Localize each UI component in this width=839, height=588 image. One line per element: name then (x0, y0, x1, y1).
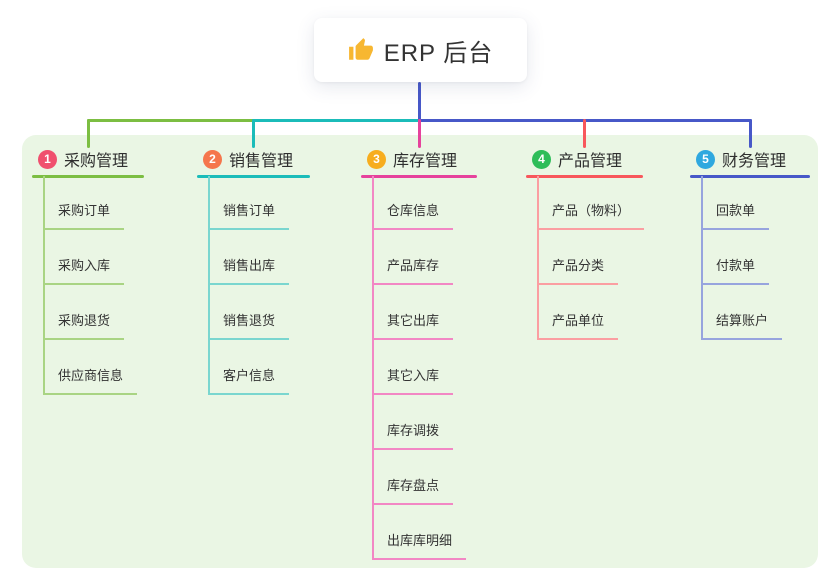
child-item[interactable]: 出库库明细 (372, 524, 467, 560)
child-item-label: 库存盘点 (387, 478, 440, 493)
child-item-label: 产品库存 (387, 258, 440, 273)
root-label: ERP 后台 (383, 39, 494, 67)
child-item-label: 其它入库 (387, 368, 440, 383)
branch-drop-3 (417, 119, 421, 148)
child-item[interactable]: 客户信息 (208, 359, 290, 395)
child-item-label: 回款单 (716, 203, 756, 218)
branch-drop-2 (252, 119, 255, 148)
child-item[interactable]: 采购入库 (43, 249, 125, 285)
background-panel (22, 135, 818, 568)
child-item[interactable]: 结算账户 (701, 304, 783, 340)
branch-spine-1 (43, 176, 45, 395)
child-item-label: 付款单 (716, 258, 756, 273)
child-item-label: 产品分类 (552, 258, 605, 273)
child-item[interactable]: 采购订单 (43, 194, 125, 230)
child-item-label: 销售出库 (223, 258, 276, 273)
branch-label-5[interactable]: 5 财务管理 (696, 147, 786, 171)
child-item[interactable]: 付款单 (701, 249, 770, 285)
child-item[interactable]: 销售出库 (208, 249, 290, 285)
corridor-segment-2 (252, 119, 419, 122)
child-item[interactable]: 销售退货 (208, 304, 290, 340)
child-item-label: 采购入库 (58, 258, 111, 273)
branch-title: 库存管理 (393, 153, 458, 170)
branch-spine-4 (537, 176, 539, 340)
child-item-label: 产品单位 (552, 313, 605, 328)
child-item-label: 仓库信息 (387, 203, 440, 218)
child-item-label: 采购订单 (58, 203, 111, 218)
branch-title: 采购管理 (64, 153, 129, 170)
branch-label-1[interactable]: 1 采购管理 (38, 147, 128, 171)
root-stem (417, 82, 421, 121)
child-item-label: 销售订单 (223, 203, 276, 218)
child-item[interactable]: 产品库存 (372, 249, 454, 285)
branch-title: 销售管理 (229, 153, 294, 170)
child-item-label: 其它出库 (387, 313, 440, 328)
child-item[interactable]: 回款单 (701, 194, 770, 230)
branch-badge-5: 5 (696, 149, 715, 169)
child-item[interactable]: 产品（物料） (537, 194, 645, 230)
child-item-label: 结算账户 (716, 313, 769, 328)
branch-badge-1: 1 (38, 149, 57, 169)
root-node[interactable]: ERP 后台 (314, 18, 527, 82)
branch-title: 财务管理 (722, 153, 787, 170)
branch-underline-4 (526, 175, 643, 178)
branch-spine-3 (372, 176, 374, 560)
branch-label-4[interactable]: 4 产品管理 (532, 147, 622, 171)
child-item-label: 销售退货 (223, 313, 276, 328)
corridor-segment-1 (86, 119, 254, 122)
branch-underline-2 (197, 175, 310, 178)
branch-underline-1 (32, 175, 144, 178)
branch-underline-3 (361, 175, 477, 178)
child-item[interactable]: 库存盘点 (372, 469, 454, 505)
branch-spine-2 (208, 176, 210, 395)
child-item[interactable]: 产品单位 (537, 304, 619, 340)
branch-title: 产品管理 (558, 153, 623, 170)
child-item[interactable]: 销售订单 (208, 194, 290, 230)
child-item-label: 产品（物料） (552, 203, 631, 218)
branch-label-2[interactable]: 2 销售管理 (203, 147, 293, 171)
child-item-label: 客户信息 (223, 368, 276, 383)
branch-drop-4 (583, 119, 586, 148)
child-item[interactable]: 产品分类 (537, 249, 619, 285)
child-item[interactable]: 库存调拨 (372, 414, 454, 450)
branch-underline-5 (690, 175, 810, 178)
thumbs-up-icon (348, 38, 373, 60)
child-item[interactable]: 其它出库 (372, 304, 454, 340)
child-item[interactable]: 仓库信息 (372, 194, 454, 230)
branch-drop-1 (86, 119, 90, 148)
child-item[interactable]: 采购退货 (43, 304, 125, 340)
branch-spine-5 (701, 176, 703, 340)
child-item-label: 出库库明细 (387, 533, 453, 548)
branch-badge-2: 2 (203, 149, 222, 169)
child-item[interactable]: 其它入库 (372, 359, 454, 395)
branch-drop-5 (748, 119, 752, 148)
child-item[interactable]: 供应商信息 (43, 359, 138, 395)
child-item-label: 供应商信息 (58, 368, 124, 383)
child-item-label: 库存调拨 (387, 423, 440, 438)
branch-badge-4: 4 (532, 149, 551, 169)
branch-badge-3: 3 (367, 149, 386, 169)
branch-label-3[interactable]: 3 库存管理 (367, 147, 457, 171)
child-item-label: 采购退货 (58, 313, 111, 328)
